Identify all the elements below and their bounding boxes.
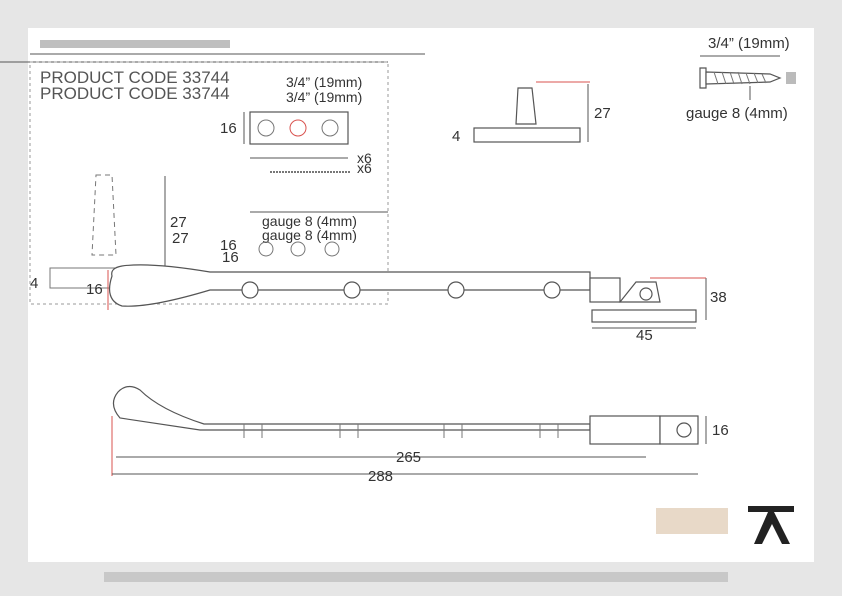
overlay-screw-length: 3/4” (19mm): [286, 74, 362, 90]
ghost-plate-width-label: 16: [220, 237, 237, 254]
overlay-screw-gauge-ghost: gauge 8 (4mm): [262, 227, 357, 243]
product-code: PRODUCT CODE 33744: [40, 68, 230, 87]
ghost-pin-height-label-2: 27: [172, 230, 189, 247]
plate-width-label: 16: [220, 120, 237, 137]
screw-quantity-ghost: x6: [357, 160, 372, 176]
ghost-plate-hole: [290, 241, 306, 257]
overlay-screw-gauge: gauge 8 (4mm): [262, 213, 357, 229]
overlay-screw-length-ghost: 3/4” (19mm): [286, 89, 362, 105]
ghost-plate-hole: [258, 241, 274, 257]
arm-width-label: 16: [86, 281, 103, 298]
brand-text-block: [656, 508, 728, 534]
side-end-block: [659, 415, 699, 445]
stay-arm-side: [112, 385, 591, 431]
catch-base-plate: [591, 309, 697, 323]
side-end-hole: [676, 422, 692, 438]
peg-base-thickness-label: 4: [452, 128, 460, 145]
screw-head: [699, 67, 707, 89]
ghost-pin-height-label: 27: [170, 214, 187, 231]
footer-strip: [104, 572, 728, 582]
screw-quantity: x6: [357, 150, 372, 166]
catch-body: [589, 277, 621, 303]
side-width-label: 16: [712, 422, 729, 439]
screw-end-mark: [786, 72, 796, 84]
ghost-pin: [91, 174, 117, 256]
stay-hole: [241, 281, 259, 299]
peg-base: [473, 127, 581, 143]
overall-length-label: 288: [368, 468, 393, 485]
peg-height-label: 27: [594, 105, 611, 122]
ghost-plate-thickness-label: 4: [30, 275, 38, 292]
screw-length-label: 3/4” (19mm): [708, 35, 790, 52]
screw-gauge-label: gauge 8 (4mm): [686, 105, 788, 122]
peg: [515, 87, 537, 125]
plate-hole: [257, 119, 275, 137]
brand-logo: [748, 506, 794, 544]
catch-width-label: 45: [636, 327, 653, 344]
product-code-ghost: PRODUCT CODE 33744: [40, 84, 230, 103]
hole-span-label: 265: [396, 449, 421, 466]
stay-hole: [447, 281, 465, 299]
mounting-plate: [249, 111, 349, 145]
plate-hole: [289, 119, 307, 137]
catch-height-label: 38: [710, 289, 727, 306]
header-scribble: [40, 40, 230, 48]
stay-hole: [543, 281, 561, 299]
plate-hole: [321, 119, 339, 137]
stay-hole: [343, 281, 361, 299]
catch-pin-hole: [639, 287, 653, 301]
ghost-plate-hole: [324, 241, 340, 257]
screw-thread: [713, 71, 767, 85]
ghost-plate-width-label-2: 16: [222, 249, 239, 266]
side-catch-body: [589, 415, 661, 445]
